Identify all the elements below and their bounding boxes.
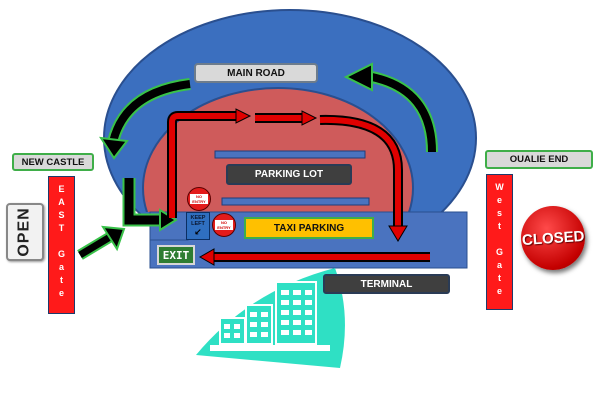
parking-stripe	[214, 150, 366, 159]
gate-letter	[498, 233, 501, 246]
arrow-main-road-right	[343, 62, 438, 153]
gate-letter: a	[58, 262, 64, 272]
no-entry-text: NO ENTRY	[215, 220, 233, 230]
closed-sign-text: CLOSED	[521, 227, 585, 249]
gate-letter: T	[58, 223, 65, 233]
arrow-parking-up	[167, 108, 252, 218]
exit-sign: EXIT	[157, 245, 195, 265]
gate-letter: e	[496, 286, 502, 296]
gate-letter: S	[58, 210, 65, 220]
gate-letter: G	[57, 249, 65, 259]
gate-letter: t	[498, 221, 501, 231]
gate-letter: W	[495, 182, 504, 192]
keep-left-arrow-icon: ↙	[194, 227, 202, 237]
oualie-end-label: OUALIE END	[485, 150, 593, 169]
gate-letter: A	[58, 197, 65, 207]
gate-letter: t	[498, 273, 501, 283]
parking-stripe	[221, 197, 370, 206]
gate-letter: E	[58, 184, 65, 194]
arrow-parking-down	[319, 114, 408, 242]
keep-left-line: KEEP	[190, 215, 206, 221]
arrow-east-gate-entry	[77, 225, 126, 260]
gate-letter: e	[58, 288, 64, 298]
open-sign-text: OPEN	[16, 207, 33, 257]
new-castle-label: NEW CASTLE	[12, 153, 94, 171]
no-entry-text: NO ENTRY	[190, 194, 208, 204]
parking-lot-label: PARKING LOT	[226, 164, 352, 185]
terminal-label: TERMINAL	[323, 274, 450, 294]
gate-letter: a	[496, 260, 502, 270]
gate-letter	[60, 235, 63, 248]
closed-sign: CLOSED	[521, 206, 585, 270]
no-entry-sign-bottom: NO ENTRY	[212, 213, 236, 237]
arrow-main-road-left	[99, 78, 191, 160]
keep-left-sign: KEEP LEFT ↙	[186, 212, 210, 240]
gate-letter: s	[496, 208, 502, 218]
gate-letter: t	[60, 275, 63, 285]
main-road-label: MAIN ROAD	[194, 63, 318, 83]
gate-letter: e	[496, 195, 502, 205]
no-entry-sign-top: NO ENTRY	[187, 187, 211, 211]
taxi-parking-label: TAXI PARKING	[244, 217, 374, 239]
arrow-parking-mid	[255, 110, 318, 126]
open-sign: OPEN	[6, 203, 44, 261]
gate-letter: G	[495, 247, 503, 257]
keep-left-line: LEFT	[191, 221, 205, 227]
terminal-building-icon	[196, 268, 345, 368]
arrow-exit	[198, 248, 430, 266]
